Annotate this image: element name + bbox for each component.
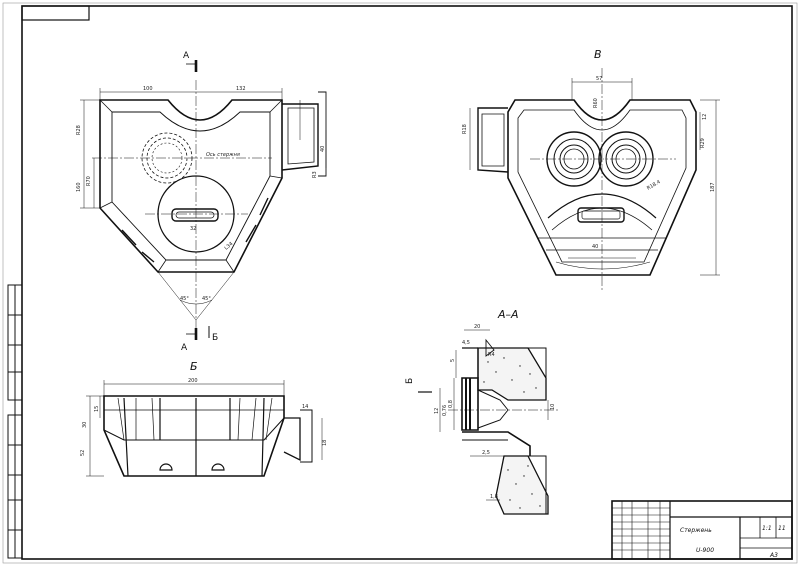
top-view-dims: 100 132 R28 160 R70 40 R3 32 L34 45° 45° <box>76 86 326 302</box>
svg-text:18: 18 <box>322 440 328 446</box>
front-view <box>469 68 720 290</box>
top-view-outer-contour <box>99 99 283 273</box>
svg-text:132: 132 <box>236 86 246 92</box>
svg-text:15: 15 <box>94 406 100 412</box>
side-view <box>86 380 323 477</box>
svg-text:R3: R3 <box>312 171 318 178</box>
svg-text:32: 32 <box>190 226 196 232</box>
title-scale: 1:1 <box>762 525 772 532</box>
svg-text:40: 40 <box>592 244 598 250</box>
top-view-slot <box>171 208 219 222</box>
svg-text:L34: L34 <box>223 241 234 251</box>
view-v-title: В <box>594 48 602 61</box>
svg-text:12: 12 <box>702 114 708 120</box>
front-view-nozzle <box>477 107 509 173</box>
side-view-nozzle <box>283 417 301 462</box>
view-b-arrow-label: Б <box>212 333 218 343</box>
svg-text:14: 14 <box>302 404 308 410</box>
svg-text:20: 20 <box>474 324 480 330</box>
svg-text:187: 187 <box>710 182 716 192</box>
title-block <box>611 500 793 560</box>
section-arrow-top-label: A <box>183 51 190 61</box>
svg-text:45°: 45° <box>202 296 211 302</box>
section-arrow-bottom-label: A <box>181 343 188 353</box>
section-title: А–А <box>497 308 519 321</box>
top-left-stamp-box <box>21 5 90 21</box>
top-view-inner-contour <box>111 111 271 261</box>
svg-text:2,5: 2,5 <box>482 450 490 456</box>
svg-text:52: 52 <box>80 450 86 456</box>
svg-text:12: 12 <box>434 408 440 414</box>
svg-text:1,8: 1,8 <box>490 494 498 500</box>
title-sheet: 11 <box>778 525 786 532</box>
side-view-bolts <box>159 463 225 471</box>
svg-text:10: 10 <box>550 404 556 410</box>
svg-text:R60: R60 <box>593 98 599 108</box>
view-b-side-arrow-label: Б <box>405 378 415 384</box>
svg-text:40: 40 <box>320 146 326 152</box>
title-part-name: Стержень <box>680 527 712 534</box>
svg-text:R18.4: R18.4 <box>646 179 662 192</box>
svg-text:R18: R18 <box>462 124 468 134</box>
side-view-dims: 200 15 30 52 18 14 <box>80 378 328 456</box>
title-designation: U-900 <box>696 547 714 554</box>
sheet-frame <box>21 5 793 560</box>
svg-text:0,76: 0,76 <box>442 405 448 416</box>
section-hatch-dots <box>483 357 541 509</box>
section-lower-mass <box>495 455 549 515</box>
svg-text:100: 100 <box>143 86 153 92</box>
front-view-dims: 57 R60 R18 R29 R18.4 187 12 40 <box>462 76 716 250</box>
svg-text:30: 30 <box>82 422 88 428</box>
section-dims: 20 5 4,5 R4 12 0,76 0,8 10 2,5 1,8 <box>434 324 556 500</box>
section-upper-mass <box>477 347 547 401</box>
side-view-outer-contour <box>103 395 285 477</box>
svg-text:R29: R29 <box>700 138 706 148</box>
section-view <box>439 329 560 515</box>
svg-text:R4: R4 <box>488 352 495 358</box>
axis-note: Ось стержня <box>206 152 240 158</box>
svg-text:45°: 45° <box>180 296 189 302</box>
svg-text:160: 160 <box>76 182 82 192</box>
top-view <box>80 80 327 330</box>
svg-text:57: 57 <box>596 76 602 82</box>
svg-text:R70: R70 <box>86 176 92 186</box>
front-view-slot <box>577 207 625 223</box>
title-format: A3 <box>769 552 778 559</box>
svg-text:200: 200 <box>188 378 198 384</box>
svg-text:0,8: 0,8 <box>448 400 454 408</box>
view-b-title: Б <box>190 360 198 373</box>
svg-text:5: 5 <box>450 359 456 362</box>
section-core <box>461 377 479 431</box>
svg-text:4,5: 4,5 <box>462 340 470 346</box>
front-view-outer-contour <box>507 99 697 276</box>
front-view-inner-contour <box>517 109 687 263</box>
left-margin-strip <box>7 284 23 559</box>
section-markers <box>186 60 210 340</box>
svg-text:R28: R28 <box>76 125 82 135</box>
